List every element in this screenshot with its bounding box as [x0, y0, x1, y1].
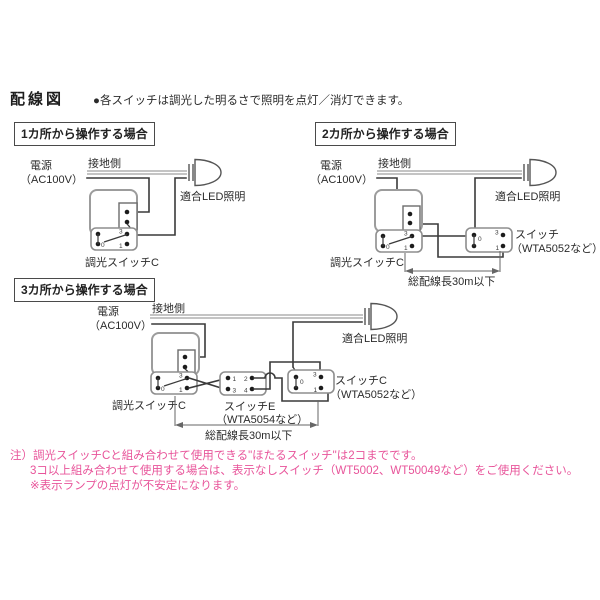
power-label: 電源 — [320, 158, 342, 172]
diagram-1-location: 電源 （AC100V） 接地側 適合LED照明 — [20, 157, 245, 269]
wiring-length-dimension: 総配線長30m以下 — [404, 251, 501, 288]
voltage-label: （AC100V） — [89, 319, 152, 332]
neutral-wire — [87, 170, 187, 175]
terminal-3-label: 3 — [179, 373, 183, 380]
section-heading-3-locations: 3カ所から操作する場合 — [14, 278, 155, 302]
switch-block — [219, 371, 267, 396]
terminal-1-label: 1 — [119, 243, 123, 250]
terminal-3-label: 3 — [313, 372, 317, 379]
dimmer-switch-unit: 0 3 1 — [150, 332, 200, 395]
footnote-line-1: 注）調光スイッチCと組み合わせて使用できる"ほたるスイッチ"は2コまでです。 — [10, 450, 423, 462]
terminal-2-label: 2 — [244, 376, 248, 383]
ground-side-label: 接地側 — [88, 157, 121, 170]
section-heading-2-locations: 2カ所から操作する場合 — [315, 122, 456, 146]
terminal-1-label: 1 — [233, 376, 237, 383]
power-label: 電源 — [97, 304, 119, 318]
terminal-3-label: 3 — [404, 231, 408, 238]
footnotes: 注）調光スイッチCと組み合わせて使用できる"ほたるスイッチ"は2コまでです。 3… — [10, 449, 578, 494]
companion-switch: 0 3 1 — [465, 227, 513, 253]
page-title: 配線図 — [10, 91, 65, 108]
neutral-wire — [377, 170, 522, 175]
page-title-note: ●各スイッチは調光した明るさで照明を点灯／消灯できます。 — [93, 95, 410, 107]
wiring-length-label: 総配線長30m以下 — [205, 428, 292, 442]
terminal-1-label: 1 — [314, 387, 318, 394]
footnote-line-3: ※表示ランプの点灯が不安定になります。 — [30, 480, 246, 492]
neutral-wire — [150, 314, 363, 319]
terminal-1-label: 1 — [496, 245, 500, 252]
switch-c-model-label: （WTA5052など） — [330, 388, 422, 401]
terminal-1-label: 1 — [404, 245, 408, 252]
traveler-wire-a — [409, 223, 504, 258]
diagram-2-locations: 電源 （AC100V） 接地側 適合LED照明 — [310, 157, 600, 288]
dimmer-label: 調光スイッチC — [330, 255, 404, 269]
wiring-length-dimension: 総配線長30m以下 — [174, 396, 319, 442]
lamp-label: 適合LED照明 — [180, 189, 245, 203]
dimmer-switch-unit: 0 3 1 — [89, 189, 138, 251]
led-lamp-icon — [364, 302, 398, 331]
lamp-label: 適合LED照明 — [342, 331, 407, 345]
wiring-length-label: 総配線長30m以下 — [408, 274, 495, 288]
dimmer-switch-unit: 0 3 1 — [374, 189, 423, 253]
traveler-wire-a — [253, 361, 321, 390]
terminal-0-label: 0 — [101, 242, 105, 249]
terminal-3-label: 3 — [119, 229, 123, 236]
dimmer-label: 調光スイッチC — [112, 398, 186, 412]
terminal-3-label: 3 — [233, 388, 237, 395]
diagram-3-locations: 電源 （AC100V） 接地側 適合LED照明 — [89, 302, 422, 442]
ground-side-label: 接地側 — [152, 302, 185, 315]
switch-c-name-label: スイッチC — [335, 374, 387, 387]
voltage-label: （AC100V） — [310, 173, 373, 186]
terminal-4-label: 4 — [244, 388, 248, 395]
terminal-1-label: 1 — [179, 387, 183, 394]
ground-side-label: 接地側 — [378, 157, 411, 170]
terminal-0-label: 0 — [478, 236, 482, 243]
switch-c: 0 3 1 — [287, 369, 335, 394]
switch-e-name-label: スイッチE — [224, 400, 275, 413]
traveler-wire-b — [253, 372, 329, 402]
terminal-0-label: 0 — [386, 244, 390, 251]
section-heading-1-location: 1カ所から操作する場合 — [14, 122, 155, 146]
terminal-box — [402, 205, 421, 234]
hot-wire — [86, 177, 150, 213]
lamp-wire — [292, 321, 363, 368]
lamp-wire — [129, 177, 187, 236]
power-label: 電源 — [30, 158, 52, 172]
switch-e: 1 2 3 4 — [219, 371, 267, 396]
switch-block — [465, 227, 513, 253]
voltage-label: （AC100V） — [20, 173, 83, 186]
led-lamp-icon — [188, 158, 222, 187]
lamp-wire — [474, 177, 522, 230]
footnote-line-2: 3コ以上組み合わせて使用する場合は、表示なしスイッチ（WT5002、WT5004… — [30, 465, 579, 477]
terminal-3-label: 3 — [495, 230, 499, 237]
terminal-0-label: 0 — [300, 379, 304, 386]
lamp-label: 適合LED照明 — [495, 189, 560, 203]
terminal-0-label: 0 — [161, 386, 165, 393]
led-lamp-icon — [523, 158, 557, 187]
switch-model-label: （WTA5052など） — [511, 242, 600, 255]
dimmer-label: 調光スイッチC — [85, 255, 159, 269]
switch-name-label: スイッチ — [515, 228, 559, 241]
switch-e-model-label: （WTA5054など） — [216, 413, 308, 426]
